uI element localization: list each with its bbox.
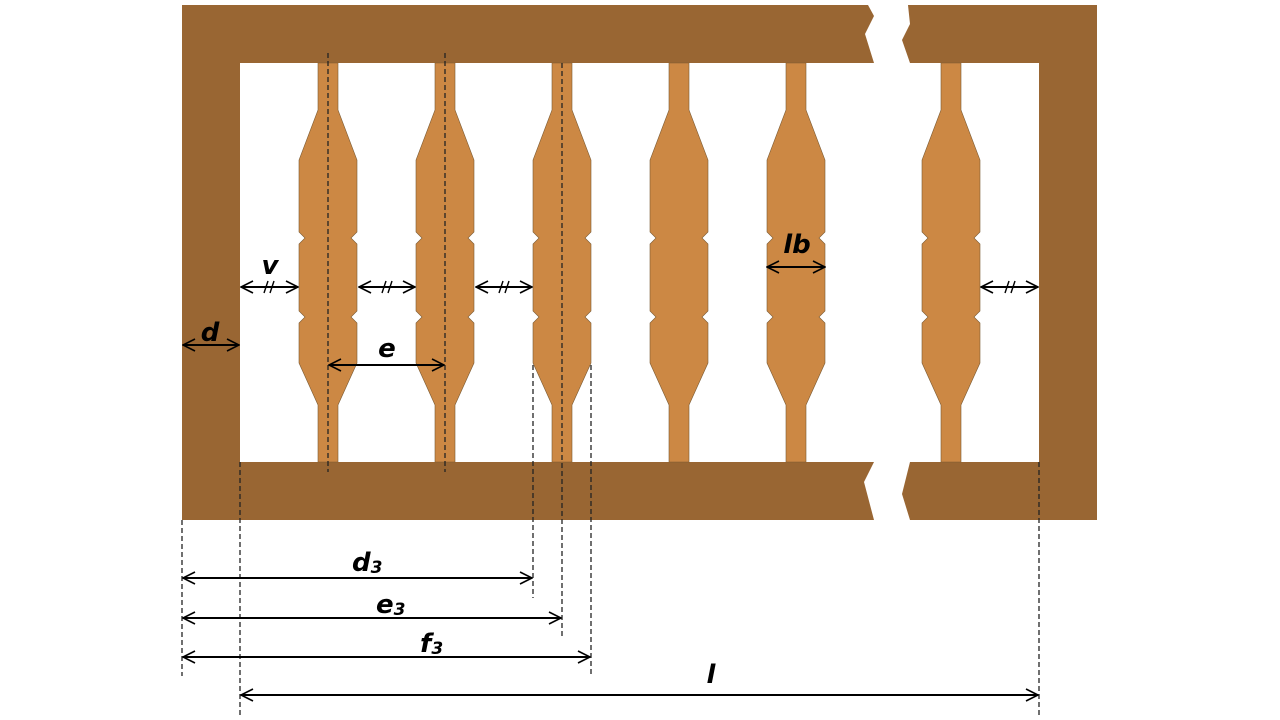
- frame-right-section: [902, 5, 1097, 520]
- label-l: l: [707, 660, 717, 690]
- label-d3: d3: [352, 548, 382, 578]
- label-e3-base: e: [376, 590, 394, 620]
- reference-lines: [181, 53, 1040, 716]
- tick-3b: [504, 280, 510, 294]
- label-d3-sub: 3: [371, 558, 383, 578]
- label-d: d: [201, 318, 220, 348]
- tick-1b: [269, 280, 275, 294]
- dimension-lines: [183, 267, 1038, 695]
- equal-spacing-marks: [263, 280, 1016, 294]
- tick-4b: [1010, 280, 1016, 294]
- baluster-5: [766, 62, 826, 463]
- label-f3-base: f: [420, 629, 435, 659]
- label-e3: e3: [376, 590, 405, 620]
- label-e: e: [378, 334, 396, 364]
- tick-1a: [263, 280, 269, 294]
- label-f3: f3: [420, 629, 443, 659]
- railing-frame: [182, 5, 1097, 520]
- frame-left-section: [182, 5, 874, 520]
- tick-3a: [498, 280, 504, 294]
- tick-2a: [381, 280, 387, 294]
- label-d3-base: d: [352, 548, 371, 578]
- baluster-3: [532, 62, 592, 463]
- baluster-4: [649, 62, 709, 463]
- label-lb: lb: [783, 230, 811, 260]
- tick-4a: [1004, 280, 1010, 294]
- label-e3-sub: 3: [394, 600, 406, 620]
- tick-2b: [387, 280, 393, 294]
- label-f3-sub: 3: [431, 639, 443, 659]
- baluster-6: [921, 62, 981, 463]
- balusters: [298, 62, 981, 463]
- label-v: v: [262, 251, 280, 281]
